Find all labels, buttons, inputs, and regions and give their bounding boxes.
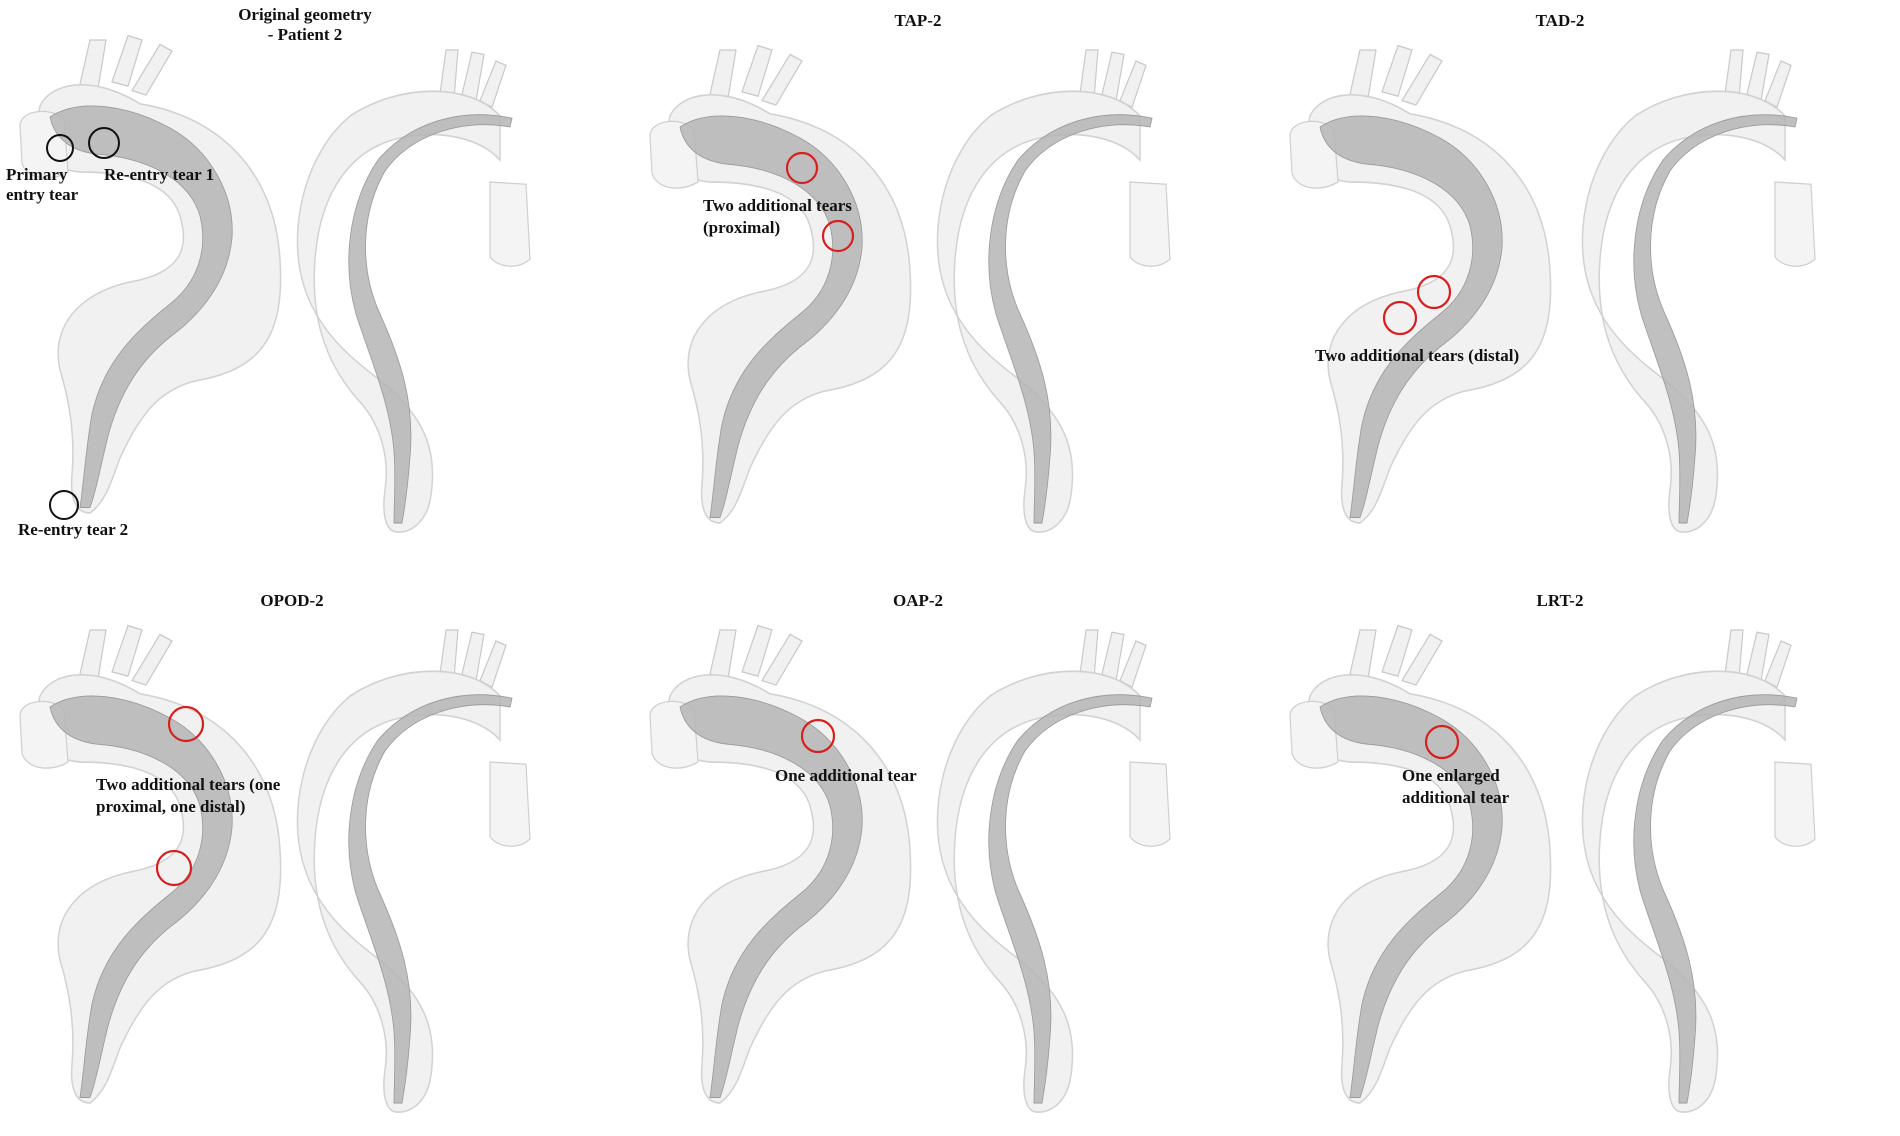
panel-opod: OPOD-2 Two additional tears (one proxima… — [19, 591, 531, 1113]
panel-original: Original geometry - Patient 2 Primary en… — [6, 5, 531, 539]
panel-oap: OAP-2 One additional tear — [649, 591, 1171, 1113]
tear-marker — [1416, 274, 1452, 310]
reentry-2-marker — [49, 490, 79, 520]
label-tap-2: (proximal) — [703, 218, 780, 237]
tear-marker — [167, 705, 205, 743]
label-tad-1: Two additional tears (distal) — [1315, 346, 1519, 365]
tear-marker — [1382, 300, 1418, 336]
panel-title: LRT-2 — [1537, 591, 1584, 610]
label-opod-2: proximal, one distal) — [96, 797, 245, 816]
tear-marker — [1424, 724, 1460, 760]
label-tap-1: Two additional tears — [703, 196, 852, 215]
label-opod-1: Two additional tears (one — [96, 775, 281, 794]
label-reentry-2: Re-entry tear 2 — [18, 520, 128, 539]
panel-title: OPOD-2 — [260, 591, 323, 610]
tear-marker — [800, 718, 836, 754]
reentry-1-marker — [88, 127, 120, 159]
label-primary-1: Primary — [6, 165, 68, 184]
label-lrt-1: One enlarged — [1402, 766, 1500, 785]
panel-title: TAD-2 — [1536, 11, 1585, 30]
panel-subtitle: - Patient 2 — [268, 25, 343, 44]
tear-marker — [155, 849, 193, 887]
panel-title: TAP-2 — [895, 11, 942, 30]
label-primary-2: entry tear — [6, 185, 79, 204]
primary-entry-marker — [46, 134, 74, 162]
panel-title: Original geometry — [238, 5, 372, 24]
panel-tad: TAD-2 Two additional tears (distal) — [1289, 11, 1816, 533]
label-lrt-2: additional tear — [1402, 788, 1510, 807]
panel-lrt: LRT-2 One enlarged additional tear — [1289, 591, 1816, 1113]
tear-marker — [785, 151, 819, 185]
label-reentry-1: Re-entry tear 1 — [104, 165, 214, 184]
label-oap-1: One additional tear — [775, 766, 917, 785]
panel-tap: TAP-2 Two additional tears (proximal) — [649, 11, 1171, 533]
panel-title: OAP-2 — [893, 591, 943, 610]
tear-marker — [821, 219, 855, 253]
